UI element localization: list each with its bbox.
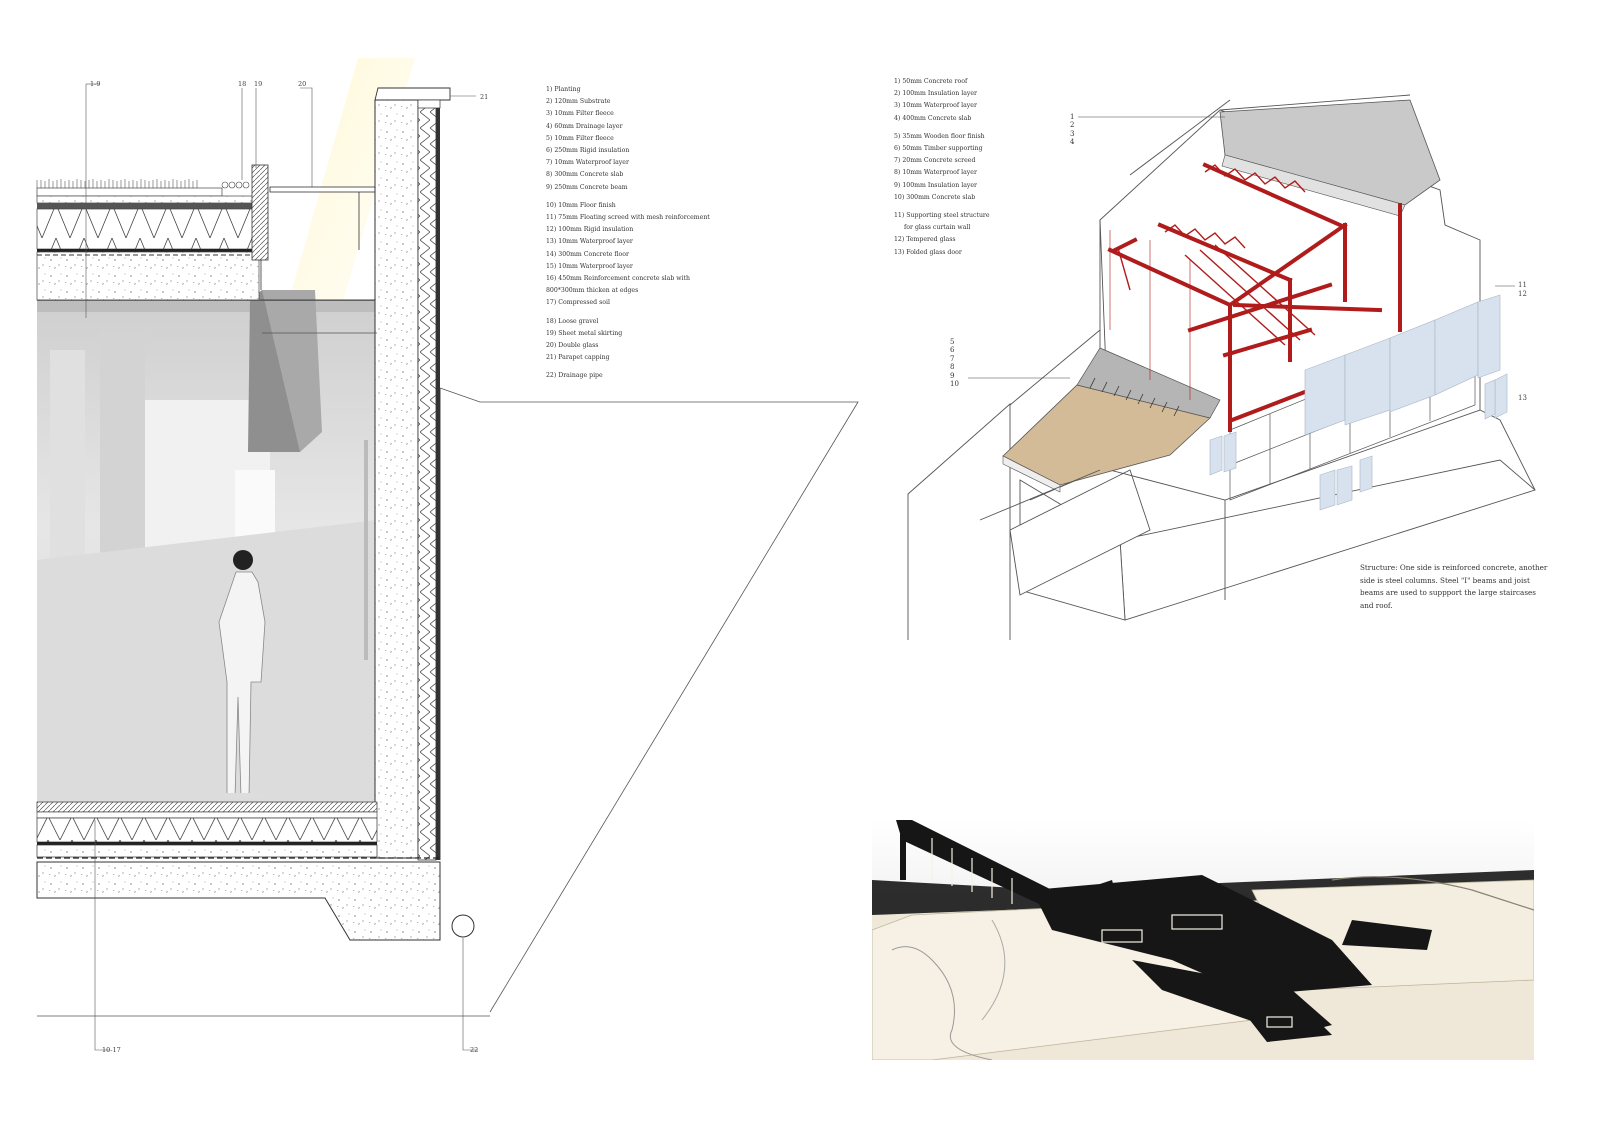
axo-callout-11: 11 (1518, 281, 1527, 289)
callout-19: 19 (254, 80, 263, 88)
legend-item: 800*300mm thicken at edges (546, 287, 639, 295)
site-base (907, 403, 1536, 640)
legend-item: 9) 100mm Insulation layer (894, 181, 978, 189)
legend-item: 3) 10mm Filter fleece (546, 110, 614, 118)
legend-item: 16) 450mm Reinforcement concrete slab wi… (546, 275, 691, 283)
legend-item: 22) Drainage pipe (546, 372, 603, 380)
callout-10-17: 10-17 (102, 1046, 121, 1054)
model-black-massing (896, 820, 1432, 1042)
floor-buildup (36, 801, 441, 941)
structure-caption: Structure: One side is reinforced concre… (1360, 563, 1548, 610)
legend-item: 8) 10mm Waterproof layer (894, 169, 977, 177)
axo-leaders (968, 116, 1515, 379)
legend-item: 5) 35mm Wooden floor finish (894, 132, 985, 140)
legend-item: 12) 100mm Rigid insulation (546, 226, 634, 234)
legend-item: 9) 250mm Concrete beam (546, 183, 628, 191)
legend-item: 3) 10mm Waterproof layer (894, 102, 977, 110)
axo-callout-1-4: 1 2 3 4 (1070, 113, 1075, 147)
legend-item: 10) 10mm Floor finish (546, 201, 616, 209)
legend-item: 7) 20mm Concrete screed (894, 157, 976, 165)
timber-joists (1089, 377, 1180, 417)
legend-item: 15) 10mm Waterproof layer (546, 262, 633, 270)
axonometric-legend: 1) 50mm Concrete roof 2) 100mm Insulatio… (894, 76, 990, 259)
legend-item: 5) 10mm Filter fleece (546, 134, 614, 142)
legend-item: 6) 250mm Rigid insulation (546, 147, 630, 155)
physical-model-photo (872, 820, 1534, 1060)
ramp-plane (979, 329, 1101, 521)
axo-callout-13: 13 (1518, 394, 1527, 402)
legend-item: 14) 300mm Concrete floor (546, 250, 629, 258)
perspective-ground-lines (37, 299, 859, 1017)
tempered-glass-panels (1209, 294, 1501, 476)
legend-item: 2) 100mm Insulation layer (894, 90, 978, 98)
callout-1-9: 1-9 (90, 80, 101, 88)
callout-22: 22 (470, 1046, 479, 1054)
legend-item: 10) 300mm Concrete slab (894, 193, 976, 201)
legend-item: 7) 10mm Waterproof layer (546, 159, 629, 167)
legend-item: 11) Supporting steel structure (894, 212, 990, 220)
callout-18: 18 (238, 80, 247, 88)
section-legend: 1) Planting 2) 120mm Substrate 3) 10mm F… (546, 84, 710, 383)
drainage-pipe (451, 914, 475, 938)
legend-item: 18) Loose gravel (546, 317, 599, 325)
folded-glass-door (1319, 373, 1508, 511)
legend-item: 11) 75mm Floating screed with mesh reinf… (546, 214, 710, 222)
legend-item: 1) 50mm Concrete roof (894, 78, 968, 85)
callout-21: 21 (480, 93, 489, 101)
legend-item: 13) 10mm Waterproof layer (546, 238, 633, 246)
human-figure (218, 550, 266, 799)
roof-buildup (36, 164, 269, 301)
axo-callout-12: 12 (1518, 290, 1527, 298)
callout-leaders (85, 83, 478, 1051)
legend-item: 17) Compressed soil (546, 299, 610, 307)
legend-item: for glass curtain wall (904, 224, 971, 232)
legend-item: 4) 60mm Drainage layer (546, 122, 623, 130)
legend-item: 19) Sheet metal skirting (546, 329, 623, 337)
concrete-wall (364, 87, 451, 861)
callout-20: 20 (298, 80, 307, 88)
detail-section-drawing (36, 58, 859, 1051)
steel-joist-trusses (1117, 164, 1316, 346)
legend-item: 13) Folded glass door (894, 248, 962, 256)
legend-item: 12) Tempered glass (894, 236, 956, 244)
legend-item: 1) Planting (546, 86, 581, 93)
legend-item: 20) Double glass (546, 342, 599, 350)
axo-callout-5-10: 5 6 7 8 9 10 (950, 338, 959, 389)
axonometric-structure-drawing (907, 94, 1536, 640)
legend-item: 8) 300mm Concrete slab (546, 171, 624, 179)
concrete-roof (1219, 99, 1441, 206)
legend-item: 6) 50mm Timber supporting (894, 145, 983, 153)
steel-thin-members (1109, 230, 1191, 400)
skylight-glass (269, 186, 376, 193)
legend-item: 4) 400mm Concrete slab (894, 114, 972, 122)
legend-item: 2) 120mm Substrate (546, 98, 611, 106)
legend-item: 21) Parapet capping (546, 354, 610, 362)
